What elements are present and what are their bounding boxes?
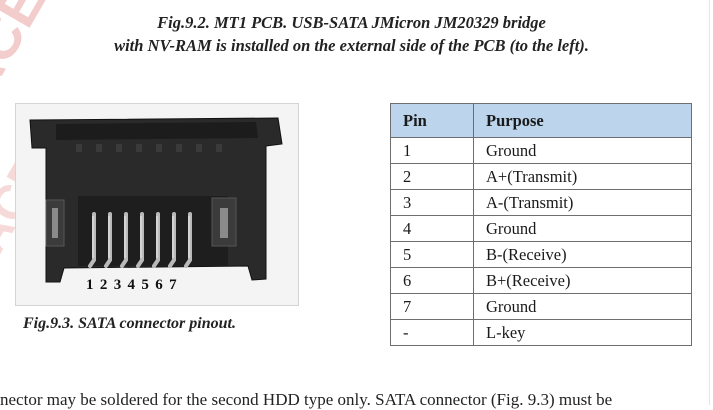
figure-caption-top-line1: Fig.9.2. MT1 PCB. USB-SATA JMicron JM203…: [157, 13, 546, 32]
pin-cell: 5: [390, 241, 474, 268]
purpose-cell: A-(Transmit): [473, 189, 692, 216]
purpose-cell: B+(Receive): [473, 267, 692, 294]
sata-connector-photo: 1 2 3 4 5 6 7: [15, 103, 299, 306]
pin-cell: 6: [390, 267, 474, 294]
purpose-cell: Ground: [473, 293, 692, 320]
header-purpose: Purpose: [473, 103, 692, 138]
pin-cell: 4: [390, 215, 474, 242]
scrollbar-track[interactable]: [709, 0, 710, 405]
table-row: 4 Ground: [390, 215, 692, 242]
table-row: 5 B-(Receive): [390, 241, 692, 268]
table-row: 1 Ground: [390, 137, 692, 164]
purpose-cell: B-(Receive): [473, 241, 692, 268]
pin-cell: 7: [390, 293, 474, 320]
purpose-cell: A+(Transmit): [473, 163, 692, 190]
pin-cell: -: [390, 319, 474, 346]
table-row: 2 A+(Transmit): [390, 163, 692, 190]
pin-cell: 2: [390, 163, 474, 190]
figure-caption-top-line2: with NV-RAM is installed on the external…: [114, 36, 589, 55]
table-header-row: Pin Purpose: [390, 103, 692, 138]
body-paragraph: nector may be soldered for the second HD…: [0, 390, 613, 409]
table-row: - L-key: [390, 319, 692, 346]
pin-number-labels: 1 2 3 4 5 6 7: [86, 277, 178, 293]
figure-caption-connector: Fig.9.3. SATA connector pinout.: [23, 315, 236, 332]
header-pin: Pin: [390, 103, 474, 138]
purpose-cell: Ground: [473, 137, 692, 164]
purpose-cell: Ground: [473, 215, 692, 242]
pin-cell: 3: [390, 189, 474, 216]
pin-cell: 1: [390, 137, 474, 164]
pinout-table: Pin Purpose 1 Ground 2 A+(Transmit) 3 A-…: [390, 103, 692, 346]
table-row: 6 B+(Receive): [390, 267, 692, 294]
purpose-cell: L-key: [473, 319, 692, 346]
table-row: 7 Ground: [390, 293, 692, 320]
table-row: 3 A-(Transmit): [390, 189, 692, 216]
